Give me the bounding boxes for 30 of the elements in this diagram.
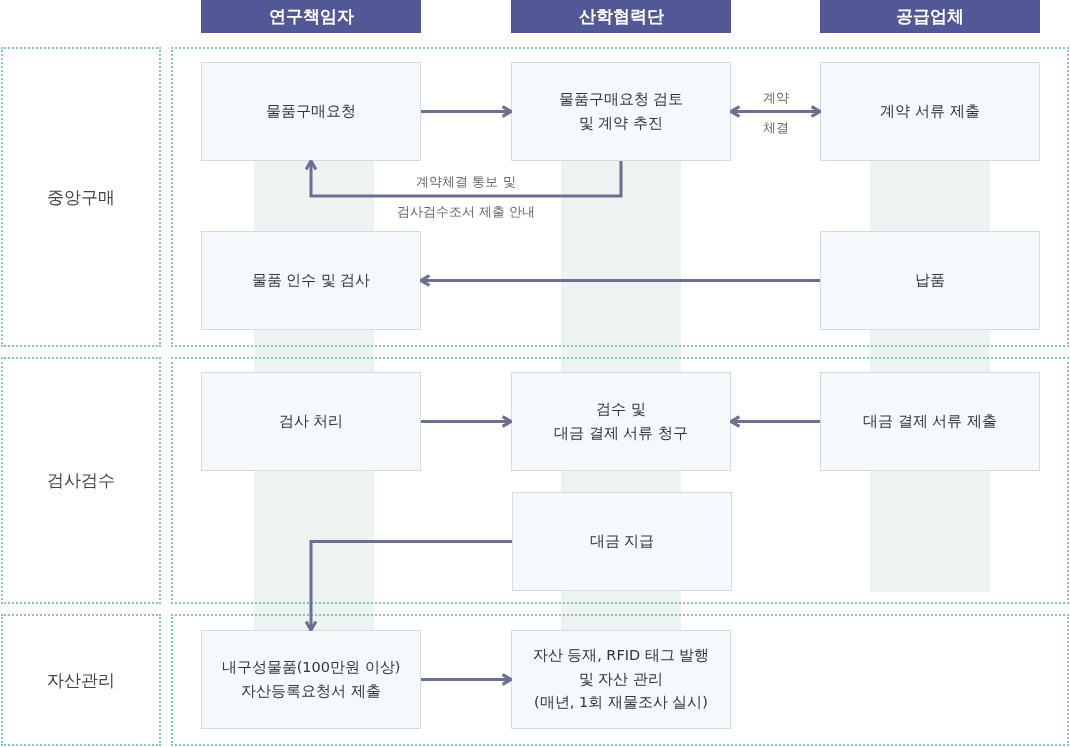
arrow xyxy=(421,673,513,686)
process-step: 내구성물품(100만원 이상) 자산등록요청서 제출 xyxy=(201,630,421,729)
arrow xyxy=(419,274,820,287)
edge-label: 계약 체결 xyxy=(762,88,789,137)
lane-title: 검사검수 xyxy=(1,357,161,604)
lane-area xyxy=(171,47,1069,347)
column-header: 산학협력단 xyxy=(511,0,731,33)
lane-area xyxy=(171,614,1069,746)
process-step: 물품 인수 및 검사 xyxy=(201,231,421,330)
lane-title: 자산관리 xyxy=(1,614,161,746)
arrow xyxy=(729,415,820,428)
process-step: 대금 결제 서류 제출 xyxy=(820,372,1040,471)
arrow xyxy=(729,105,822,118)
column-header: 공급업체 xyxy=(820,0,1040,33)
lane-title: 중앙구매 xyxy=(1,47,161,347)
process-step: 검사 처리 xyxy=(201,372,421,471)
process-step: 납품 xyxy=(820,231,1040,330)
arrow xyxy=(421,415,513,428)
edge-label: 계약체결 통보 및 검사검수조서 제출 안내 xyxy=(396,173,536,221)
column-header: 연구책임자 xyxy=(201,0,421,33)
arrow xyxy=(304,540,512,632)
arrow xyxy=(421,105,513,118)
process-step: 검수 및 대금 결제 서류 청구 xyxy=(511,372,731,471)
process-step: 자산 등재, RFID 태그 발행 및 자산 관리 (매년, 1회 재물조사 실시) xyxy=(511,630,731,729)
process-step: 대금 지급 xyxy=(512,492,732,591)
process-step: 물품구매요청 xyxy=(201,62,421,161)
process-step: 계약 서류 제출 xyxy=(820,62,1040,161)
lane-area xyxy=(171,357,1069,604)
process-step: 물품구매요청 검토 및 계약 추진 xyxy=(511,62,731,161)
arrow xyxy=(304,159,623,198)
